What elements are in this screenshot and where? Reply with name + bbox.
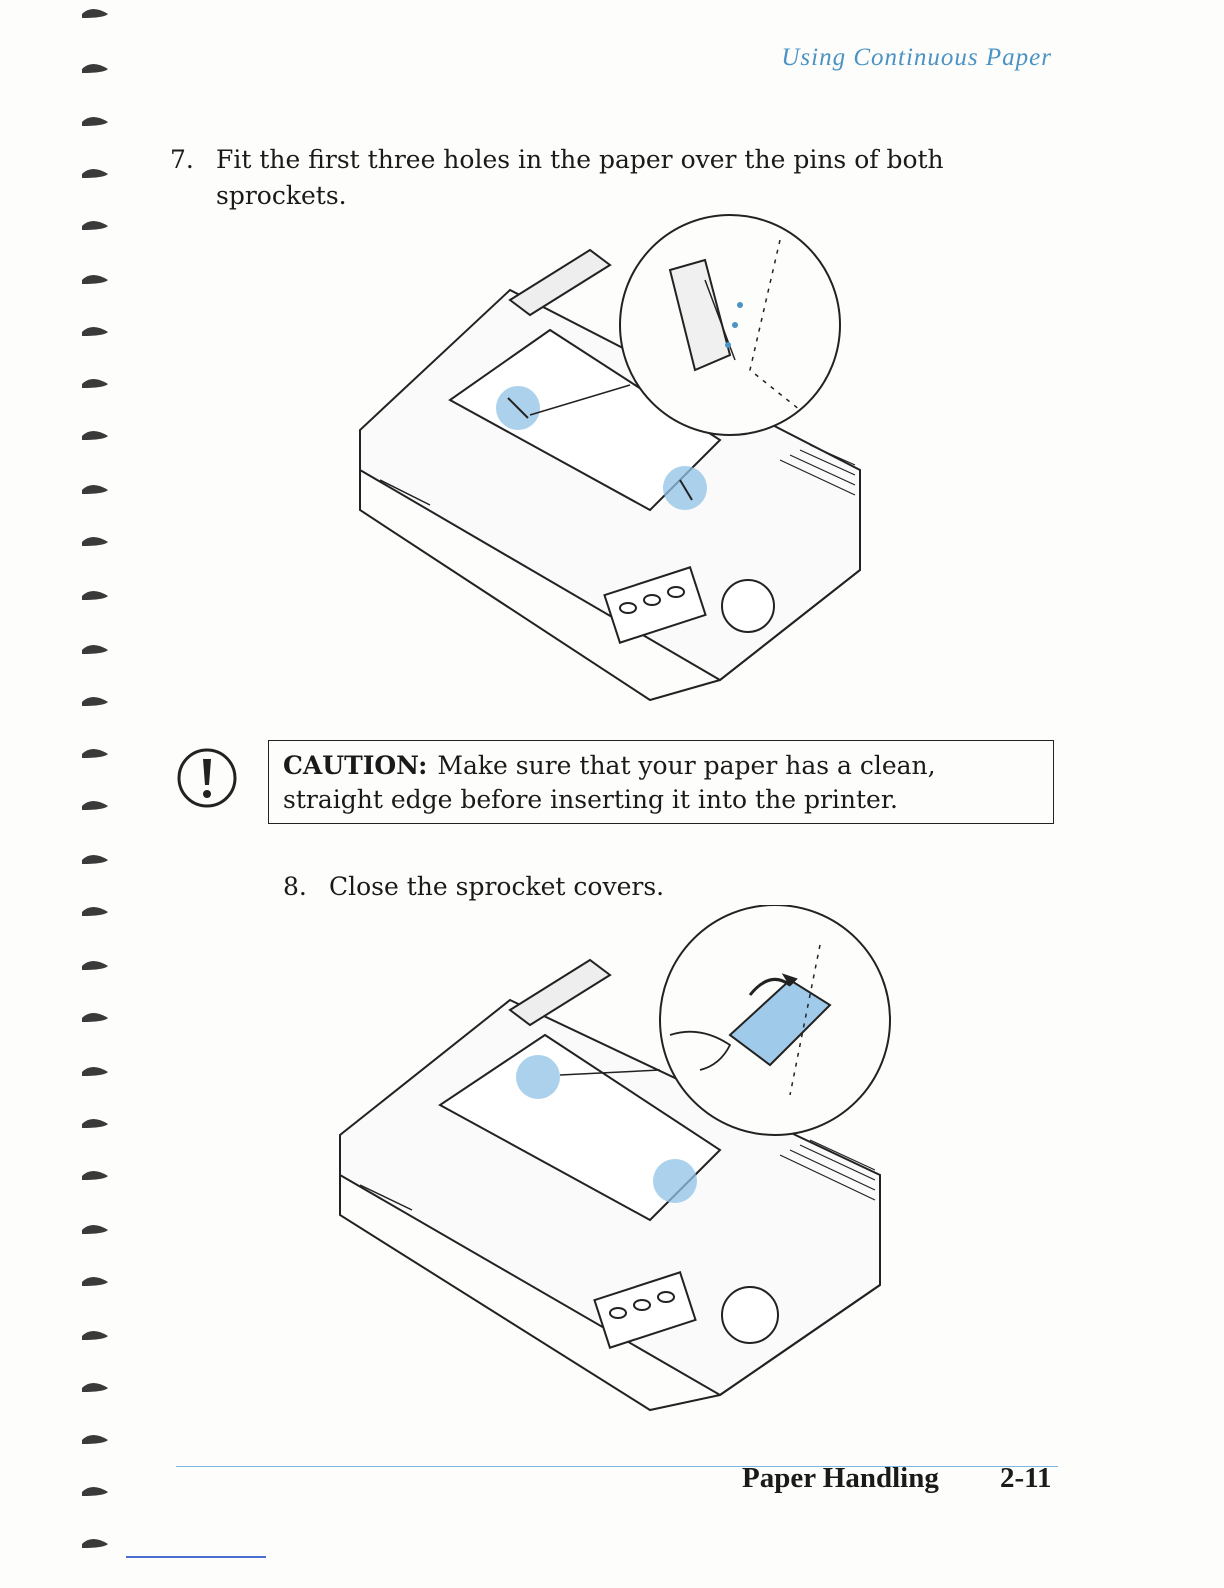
running-head: Using Continuous Paper xyxy=(781,44,1052,72)
step-text: Fit the first three holes in the paper o… xyxy=(216,142,996,214)
printer-illustration-step-7 xyxy=(340,210,900,710)
step-text: Close the sprocket covers. xyxy=(329,869,1109,905)
binding-holes xyxy=(78,0,118,1584)
caution-icon xyxy=(176,747,238,809)
footer-section-title: Paper Handling xyxy=(742,1462,939,1495)
step-number: 7. xyxy=(170,142,194,178)
printer-illustration-step-8 xyxy=(320,905,920,1415)
step-number: 8. xyxy=(283,869,307,905)
footer-page-number: 2-11 xyxy=(1000,1462,1052,1495)
caution-label: CAUTION: xyxy=(283,751,427,780)
bottom-edge-line xyxy=(126,1556,266,1558)
caution-box: CAUTION:Make sure that your paper has a … xyxy=(268,740,1054,824)
